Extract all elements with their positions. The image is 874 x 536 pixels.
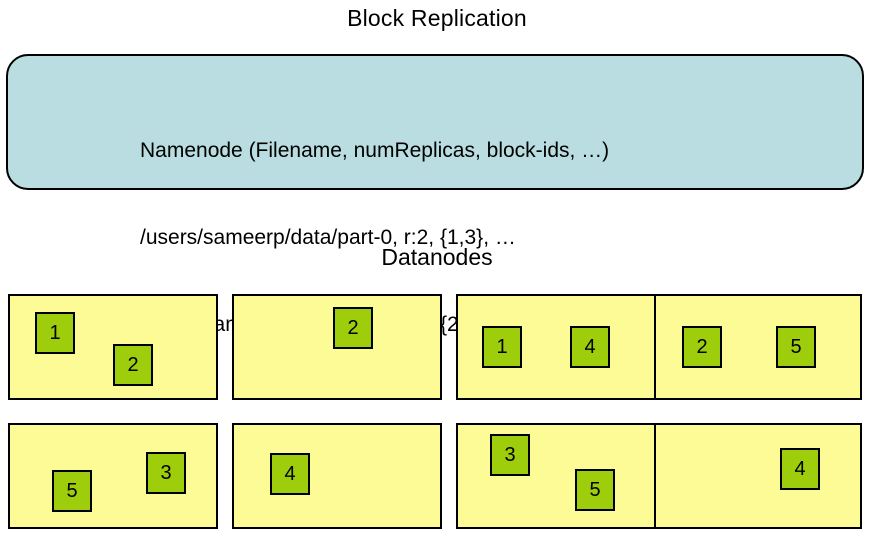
data-block: 5 xyxy=(776,326,816,368)
datanode-box: 2 xyxy=(232,294,442,400)
datanodes-section-label: Datanodes xyxy=(381,244,493,270)
data-block: 5 xyxy=(52,470,92,512)
page-title: Block Replication xyxy=(347,5,527,31)
data-block: 5 xyxy=(575,469,615,511)
data-block: 1 xyxy=(482,326,522,368)
data-block: 3 xyxy=(146,452,186,494)
data-block: 1 xyxy=(35,312,75,354)
data-block: 2 xyxy=(333,307,373,349)
namenode-line-0: Namenode (Filename, numReplicas, block-i… xyxy=(140,139,610,162)
data-block: 4 xyxy=(270,453,310,495)
data-block: 4 xyxy=(780,448,820,490)
namenode-line-1: /users/sameerp/data/part-0, r:2, {1,3}, … xyxy=(140,226,516,249)
data-block: 2 xyxy=(113,344,153,386)
datanode-box: 4 xyxy=(232,423,442,529)
data-block: 2 xyxy=(682,326,722,368)
data-block: 4 xyxy=(570,326,610,368)
namenode-panel: Namenode (Filename, numReplicas, block-i… xyxy=(6,54,864,336)
data-block: 3 xyxy=(490,434,530,476)
datanode-box: 4 xyxy=(654,423,862,529)
